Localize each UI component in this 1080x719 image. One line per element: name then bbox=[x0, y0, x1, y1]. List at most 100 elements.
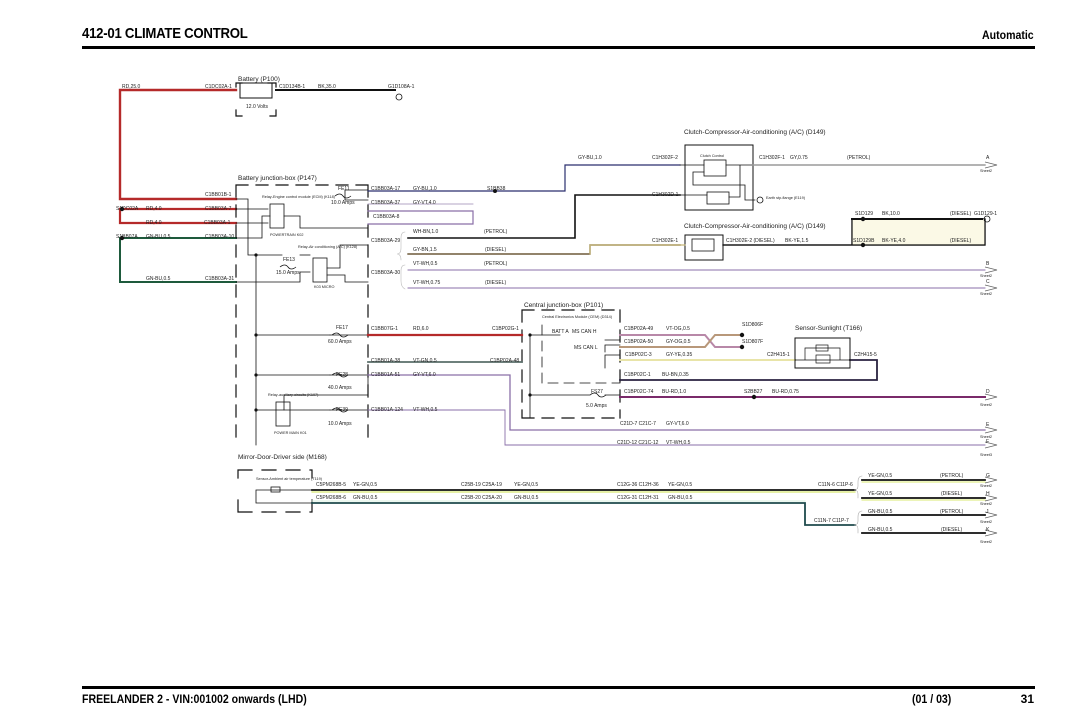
sheet-ref-letter: F bbox=[986, 439, 989, 445]
wire-c1bb03a8 bbox=[367, 210, 474, 225]
sunlight-title: Sensor-Sunlight (T166) bbox=[795, 325, 862, 332]
cem-pin-batt-a: BATT A bbox=[552, 329, 569, 335]
connector-label: C1BB03A-31 bbox=[205, 276, 234, 282]
connector-label: C12G-36 C12H-36 bbox=[617, 482, 659, 488]
connector-label: C1BB01A-38 bbox=[371, 358, 400, 364]
sheet-ref-link[interactable]: Sheet2 bbox=[980, 520, 992, 524]
relay-ac-label: Relay-Air conditioning (A/C) (K128) bbox=[298, 245, 358, 249]
wire-label: RD,4.0 bbox=[146, 206, 162, 212]
sheet-arrow-a-icon bbox=[984, 161, 998, 169]
cem-label: Central Electronics Module (CEM) (D314) bbox=[542, 315, 613, 319]
wire-gn-bu-a bbox=[119, 237, 237, 283]
wire-bu-bn-0-35 bbox=[619, 359, 878, 381]
sheet-ref-link[interactable]: Sheet2 bbox=[980, 292, 992, 296]
bjb-title: Battery junction-box (P147) bbox=[238, 175, 317, 182]
splice-label: S1BB38 bbox=[487, 186, 506, 192]
fuse-fe17-icon bbox=[331, 332, 349, 338]
wire-rd-25 bbox=[118, 88, 238, 201]
splice-label: S1D806F bbox=[742, 322, 763, 328]
splice-s1d807f bbox=[739, 344, 745, 350]
wire-label: VT-WH,0.5 bbox=[666, 440, 691, 446]
connector-label: C1H302E-2 (DIESEL) bbox=[726, 238, 775, 244]
variant-tag: (DIESEL) bbox=[485, 247, 506, 253]
wire-label: GN-BU,0.5 bbox=[146, 234, 171, 240]
wire-label: GN-BU,0.5 bbox=[668, 495, 693, 501]
wire-label: WH-BN,1.0 bbox=[413, 229, 439, 235]
connector-label: C11N-6 C11P-6 bbox=[818, 482, 853, 488]
sheet-ref-letter: K bbox=[986, 527, 990, 533]
sheet-ref-link[interactable]: Sheet2 bbox=[980, 403, 992, 407]
variant-tag: (PETROL) bbox=[847, 155, 871, 161]
connector-label: C1DC02A-1 bbox=[205, 84, 232, 90]
splice-s2bb27 bbox=[751, 394, 757, 400]
connector-label: C1BB07G-1 bbox=[371, 326, 398, 332]
connector-label: G1D129-1 bbox=[974, 211, 997, 217]
connector-label: G1D108A-1 bbox=[388, 84, 415, 90]
sheet-ref-link[interactable]: Sheet2 bbox=[980, 540, 992, 544]
connector-label: C5PM268B-5 bbox=[316, 482, 346, 488]
sunlight-sensor-box bbox=[794, 337, 851, 369]
sheet-ref-link[interactable]: Sheet2 bbox=[980, 484, 992, 488]
sheet-ref-link[interactable]: Sheet2 bbox=[980, 502, 992, 506]
sheet-arrow-k-icon bbox=[984, 529, 998, 537]
mirror-title: Mirror-Door-Driver side (M168) bbox=[238, 454, 327, 461]
wire-label: BU-RD,0.75 bbox=[772, 389, 799, 395]
wire-gy-vt-6 bbox=[367, 374, 986, 431]
clutch-compressor-box bbox=[684, 144, 754, 211]
sheet-ref-link[interactable]: Sheet2 bbox=[980, 274, 992, 278]
cem-pin-ms-can-l: MS CAN L bbox=[574, 345, 598, 351]
earth-e119-icon bbox=[756, 196, 764, 204]
fuse-fe28-id: FE28 bbox=[336, 372, 348, 378]
connector-label: C1BB01A-51 bbox=[371, 372, 400, 378]
ambient-sensor-label: Sensor-Ambient air temperature (T119) bbox=[256, 477, 323, 481]
connector-label: C21D-7 C21C-7 bbox=[620, 421, 656, 427]
wire-gy-og-0-5 bbox=[619, 334, 741, 348]
wire-wh-bn-1 bbox=[407, 194, 681, 239]
wire-gy-bn-1-5 bbox=[407, 244, 681, 255]
wire-label: GY-VT,6.0 bbox=[413, 372, 436, 378]
connector-label: C5PM268B-6 bbox=[316, 495, 346, 501]
battery-voltage: 12.0 Volts bbox=[246, 104, 268, 110]
sheet-arrow-g-icon bbox=[984, 476, 998, 484]
connector-label: C1BB03A-29 bbox=[371, 238, 400, 244]
clutch-compressor-box-2 bbox=[684, 234, 724, 261]
ground-g1d108a-icon bbox=[395, 93, 403, 101]
sheet-ref-letter: G bbox=[986, 473, 990, 479]
relay-aux-label: Relay-auxiliary-circuits (K107) bbox=[268, 393, 319, 397]
variant-tag: (PETROL) bbox=[484, 229, 508, 235]
connector-label: C1BB03A-37 bbox=[371, 200, 400, 206]
sheet-ref-letter: J bbox=[986, 509, 989, 515]
sheet-ref-letter: D bbox=[986, 389, 990, 395]
splice-label: S2BB27 bbox=[744, 389, 763, 395]
wire-label: BK,10.0 bbox=[882, 211, 900, 217]
wire-label: VT-WH,0.75 bbox=[413, 280, 440, 286]
page-title: 412-01 CLIMATE CONTROL bbox=[82, 25, 248, 42]
sheet-ref-link[interactable]: Sheet2 bbox=[980, 169, 992, 173]
splice-label: S1BB07A bbox=[116, 234, 138, 240]
fuse-fs27-rating: 5.0 Amps bbox=[586, 403, 607, 409]
wire-label: GY-YE,0.35 bbox=[666, 352, 692, 358]
relay-aux-box bbox=[275, 401, 291, 427]
connector-label: C1BB03A-30 bbox=[371, 270, 400, 276]
relay-ac-part: K03 MICRO bbox=[314, 285, 335, 289]
wire-label: GN-BU,0.5 bbox=[146, 276, 171, 282]
wire-label: GY-BU,1.0 bbox=[413, 186, 437, 192]
splice-s1bb07a bbox=[119, 235, 125, 241]
connector-label: C1BB03A-8 bbox=[373, 214, 400, 220]
fuse-fs27-icon bbox=[589, 392, 607, 398]
sheet-arrow-d-icon bbox=[984, 393, 998, 401]
wire-label: GN-BU,0.5 bbox=[514, 495, 539, 501]
fuse-fe17-rating: 60.0 Amps bbox=[328, 339, 352, 345]
splice-label: S1D129B bbox=[853, 238, 875, 244]
header-rule bbox=[82, 46, 1035, 49]
connector-label: C1BP02A-48 bbox=[490, 358, 519, 364]
sheet-ref-link[interactable]: Sheet3 bbox=[980, 453, 992, 457]
connector-label: C1BP02A-49 bbox=[624, 326, 653, 332]
mirror-outline bbox=[237, 469, 313, 513]
sheet-ref-link[interactable]: Sheet2 bbox=[980, 435, 992, 439]
wire-label: GN-BU,0.5 bbox=[868, 527, 893, 533]
fuse-fe39-id: FE39 bbox=[336, 407, 348, 413]
connector-label: C1BP02C-1 bbox=[624, 372, 651, 378]
connector-label: C1H302E-1 bbox=[652, 238, 678, 244]
